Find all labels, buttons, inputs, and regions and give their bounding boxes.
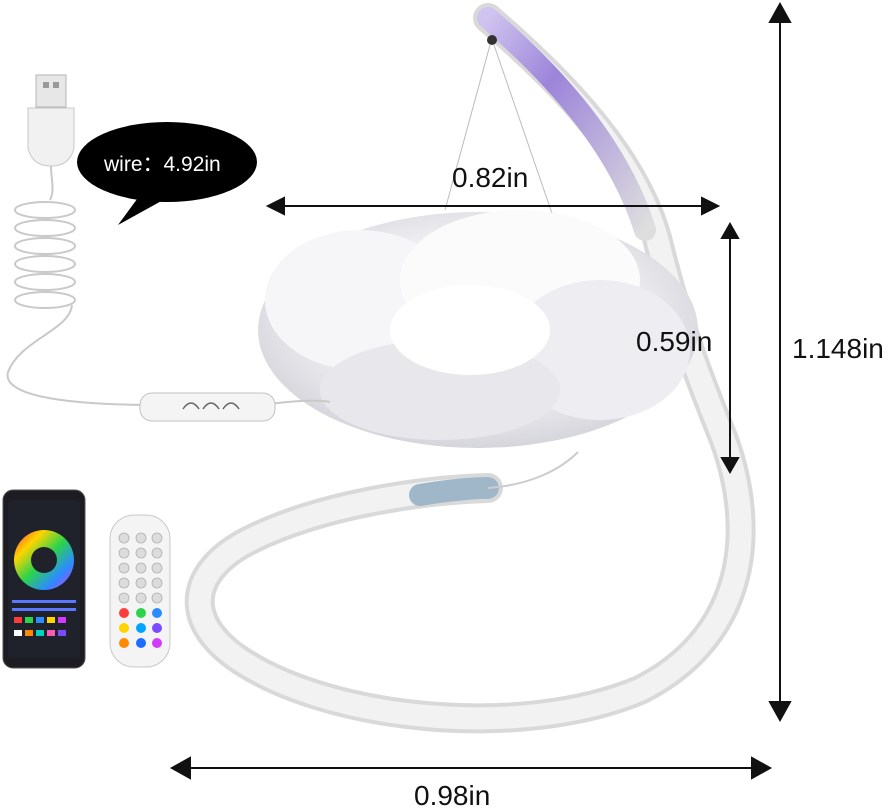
dimension-arrows bbox=[169, 1, 792, 780]
wire-length-label: wire：4.92in bbox=[104, 153, 221, 176]
cloud-height-label: 0.59in bbox=[636, 326, 713, 357]
wire-length-bubble bbox=[77, 122, 257, 225]
width-top-label: 0.82in bbox=[452, 162, 529, 193]
usb-plug bbox=[27, 74, 75, 167]
inline-controller bbox=[139, 392, 276, 422]
cloud-lamp bbox=[258, 210, 698, 448]
curved-stand bbox=[184, 3, 756, 734]
phone-app bbox=[2, 489, 86, 669]
base-width-label: 0.98in bbox=[414, 780, 491, 811]
total-height-label: 1.148in bbox=[792, 333, 884, 364]
coiled-cable bbox=[6, 165, 331, 406]
remote-control bbox=[109, 514, 171, 668]
